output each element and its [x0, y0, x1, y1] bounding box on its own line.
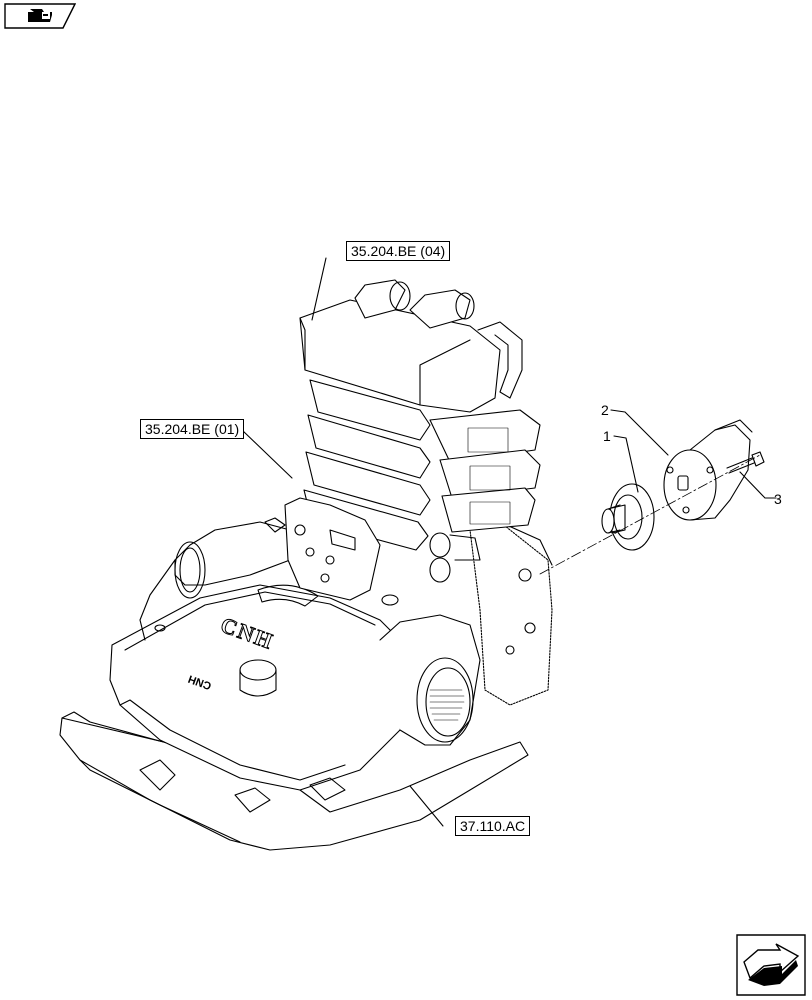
- part-1-flange: [601, 483, 655, 551]
- mounting-bracket: [469, 521, 553, 706]
- part-3-screw: [726, 451, 765, 474]
- part-number-3: 3: [774, 491, 782, 507]
- leader-35-204-be-04: [311, 257, 327, 321]
- reference-box-valve-bank-top[interactable]: 35.204.BE (04): [346, 241, 451, 261]
- leader-37-110-ac: [409, 785, 444, 827]
- part-number-1: 1: [603, 428, 611, 444]
- valve-bank: [264, 279, 541, 601]
- reference-box-valve-bank-side[interactable]: 35.204.BE (01): [140, 419, 245, 439]
- reference-box-housing[interactable]: 37.110.AC: [455, 816, 531, 836]
- next-page-arrow-icon[interactable]: [736, 934, 806, 996]
- leader-part-3: [739, 471, 777, 499]
- rear-cover-housing: [59, 521, 529, 851]
- leader-part-1: [613, 435, 639, 493]
- part-number-2: 2: [601, 402, 609, 418]
- part-2-housing: [663, 419, 753, 521]
- assembly-centerline: [539, 454, 761, 575]
- leader-35-204-be-01: [241, 429, 293, 479]
- book-page-icon[interactable]: [4, 3, 76, 29]
- leader-part-2: [610, 409, 669, 456]
